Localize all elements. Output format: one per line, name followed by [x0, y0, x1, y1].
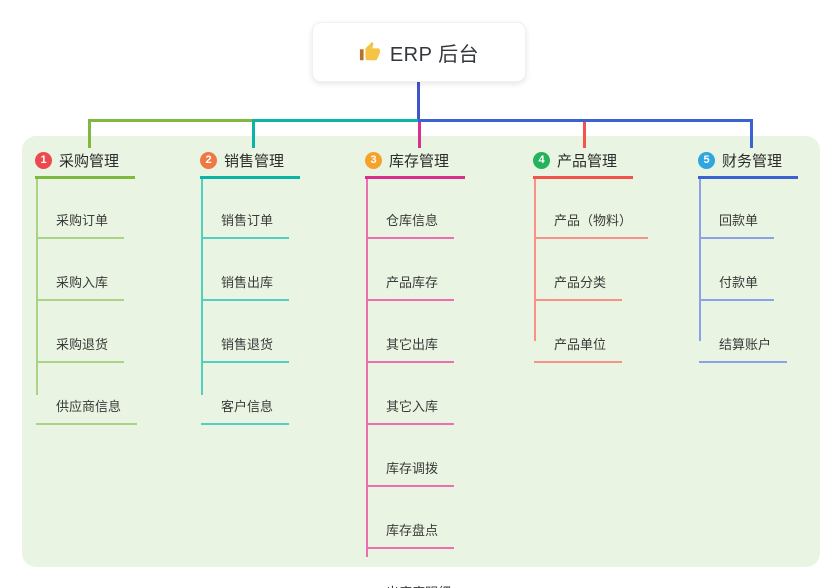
- child-topic-label: 采购入库: [56, 275, 109, 290]
- child-topic-label: 产品分类: [554, 275, 607, 290]
- connector-line-branch-5: [418, 119, 753, 122]
- child-topic[interactable]: 销售订单: [201, 179, 290, 239]
- child-topic-label: 其它出库: [386, 337, 439, 352]
- branch-children-2: 销售订单销售出库销售退货客户信息: [201, 179, 290, 425]
- branch-topic-label: 财务管理: [722, 152, 783, 170]
- child-topic[interactable]: 销售出库: [201, 239, 290, 301]
- branch-number-badge: 5: [698, 151, 715, 169]
- child-topic-label: 付款单: [719, 275, 759, 290]
- child-topic[interactable]: 产品（物料）: [534, 179, 649, 239]
- child-topic[interactable]: 付款单: [699, 239, 775, 301]
- branch-number-badge: 2: [200, 151, 217, 169]
- child-topic[interactable]: 回款单: [699, 179, 775, 239]
- branch-topic-4[interactable]: 4 产品管理: [533, 144, 634, 179]
- child-topic[interactable]: 仓库信息: [366, 179, 455, 239]
- child-topic[interactable]: 其它出库: [366, 301, 455, 363]
- child-topic[interactable]: 销售退货: [201, 301, 290, 363]
- root-connector-stem: [417, 79, 420, 122]
- child-topic[interactable]: 客户信息: [201, 363, 290, 425]
- connector-drop-branch-4: [583, 122, 586, 148]
- child-topic-label: 出库库明细: [386, 582, 451, 588]
- child-topic[interactable]: 供应商信息: [36, 363, 138, 425]
- child-topic-label: 库存盘点: [386, 523, 439, 538]
- child-topic[interactable]: 其它入库: [366, 363, 455, 425]
- child-topic[interactable]: 采购退货: [36, 301, 125, 363]
- thumbs-up-icon: [359, 41, 380, 61]
- child-topic-label: 产品单位: [554, 337, 607, 352]
- child-topic-label: 客户信息: [221, 399, 274, 414]
- child-topic-label: 产品库存: [386, 275, 439, 290]
- child-topic[interactable]: 采购订单: [36, 179, 125, 239]
- child-topic-label: 供应商信息: [56, 399, 122, 414]
- connector-drop-branch-1: [88, 119, 91, 148]
- child-connector-line: [534, 179, 536, 341]
- child-topic-label: 销售退货: [221, 337, 274, 352]
- branch-children-4: 产品（物料） 产品分类产品单位: [534, 179, 649, 363]
- branch-number-badge: 4: [533, 151, 550, 169]
- child-topic-label: 销售出库: [221, 275, 274, 290]
- child-topic[interactable]: 产品库存: [366, 239, 455, 301]
- background-panel: [22, 136, 820, 567]
- child-topic-label: 产品（物料）: [554, 213, 633, 228]
- child-topic-label: 库存调拨: [386, 461, 439, 476]
- branch-topic-label: 销售管理: [224, 152, 285, 170]
- child-topic[interactable]: 库存盘点: [366, 487, 455, 549]
- child-topic-label: 采购订单: [56, 213, 109, 228]
- child-topic-label: 其它入库: [386, 399, 439, 414]
- child-connector-line: [201, 179, 203, 395]
- branch-topic-label: 采购管理: [59, 152, 120, 170]
- child-topic[interactable]: 结算账户: [699, 301, 788, 363]
- child-connector-line: [36, 179, 38, 395]
- branch-topic-label: 库存管理: [389, 152, 450, 170]
- branch-topic-3[interactable]: 3 库存管理: [365, 144, 466, 179]
- child-topic[interactable]: 出库库明细: [366, 549, 467, 588]
- branch-topic-label: 产品管理: [557, 152, 618, 170]
- child-topic[interactable]: 库存调拨: [366, 425, 455, 487]
- root-node-label: ERP 后台: [389, 43, 480, 66]
- branch-topic-2[interactable]: 2 销售管理: [200, 144, 301, 179]
- branch-topic-1[interactable]: 1 采购管理: [35, 144, 136, 179]
- branch-children-5: 回款单付款单结算账户: [699, 179, 788, 363]
- child-topic[interactable]: 采购入库: [36, 239, 125, 301]
- child-topic[interactable]: 产品分类: [534, 239, 623, 301]
- connector-drop-branch-5: [750, 119, 753, 148]
- child-connector-line: [366, 179, 368, 557]
- branch-number-badge: 1: [35, 151, 52, 169]
- branch-children-3: 仓库信息产品库存其它出库其它入库库存调拨库存盘点出库库明细: [366, 179, 467, 588]
- child-topic-label: 结算账户: [719, 337, 772, 352]
- child-topic-label: 采购退货: [56, 337, 109, 352]
- child-topic-label: 回款单: [719, 213, 759, 228]
- child-topic-label: 销售订单: [221, 213, 274, 228]
- child-connector-line: [699, 179, 701, 341]
- branch-number-badge: 3: [365, 151, 382, 169]
- root-node[interactable]: ERP 后台: [312, 22, 526, 82]
- branch-topic-5[interactable]: 5 财务管理: [698, 144, 799, 179]
- connector-drop-branch-3: [418, 122, 421, 148]
- connector-line-branch-2: [252, 119, 421, 122]
- child-topic-label: 仓库信息: [386, 213, 439, 228]
- connector-drop-branch-2: [252, 119, 255, 148]
- branch-children-1: 采购订单采购入库采购退货供应商信息: [36, 179, 138, 425]
- child-topic[interactable]: 产品单位: [534, 301, 623, 363]
